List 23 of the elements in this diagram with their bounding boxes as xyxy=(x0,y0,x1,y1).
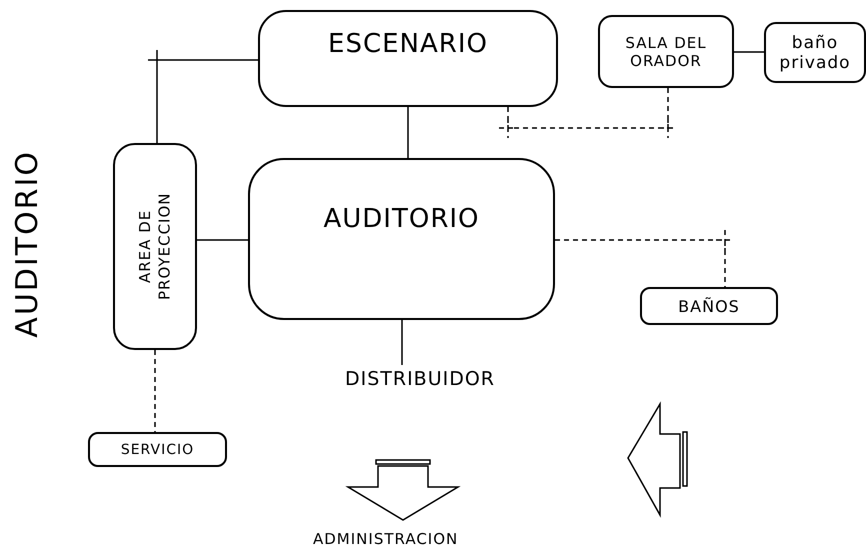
connector xyxy=(407,107,409,158)
room-name: ESCENARIO xyxy=(328,28,488,58)
room-name: BAÑOS xyxy=(678,296,740,316)
diagram-title: AUDITORIO xyxy=(9,150,46,338)
room-box xyxy=(248,158,555,320)
connector xyxy=(401,320,403,365)
room-box xyxy=(113,143,197,350)
room-name: baño privado xyxy=(778,32,852,72)
connector xyxy=(197,239,248,241)
connector xyxy=(734,51,764,53)
room-box xyxy=(258,10,558,107)
area-label: ADMINISTRACION xyxy=(313,530,458,548)
room-box xyxy=(640,287,778,325)
room-name: AUDITORIO xyxy=(323,204,480,234)
room-box xyxy=(598,15,734,88)
room-name: SERVICIO xyxy=(120,442,194,458)
room-label: DISTRIBUIDOR xyxy=(315,365,525,393)
dashed-connector xyxy=(154,350,156,432)
room-name: SALA DEL ORADOR xyxy=(624,34,708,70)
connector xyxy=(147,49,259,144)
room-name: AREA DE PROYECCION xyxy=(136,192,174,302)
room-box xyxy=(764,22,866,83)
room-box xyxy=(88,432,227,467)
